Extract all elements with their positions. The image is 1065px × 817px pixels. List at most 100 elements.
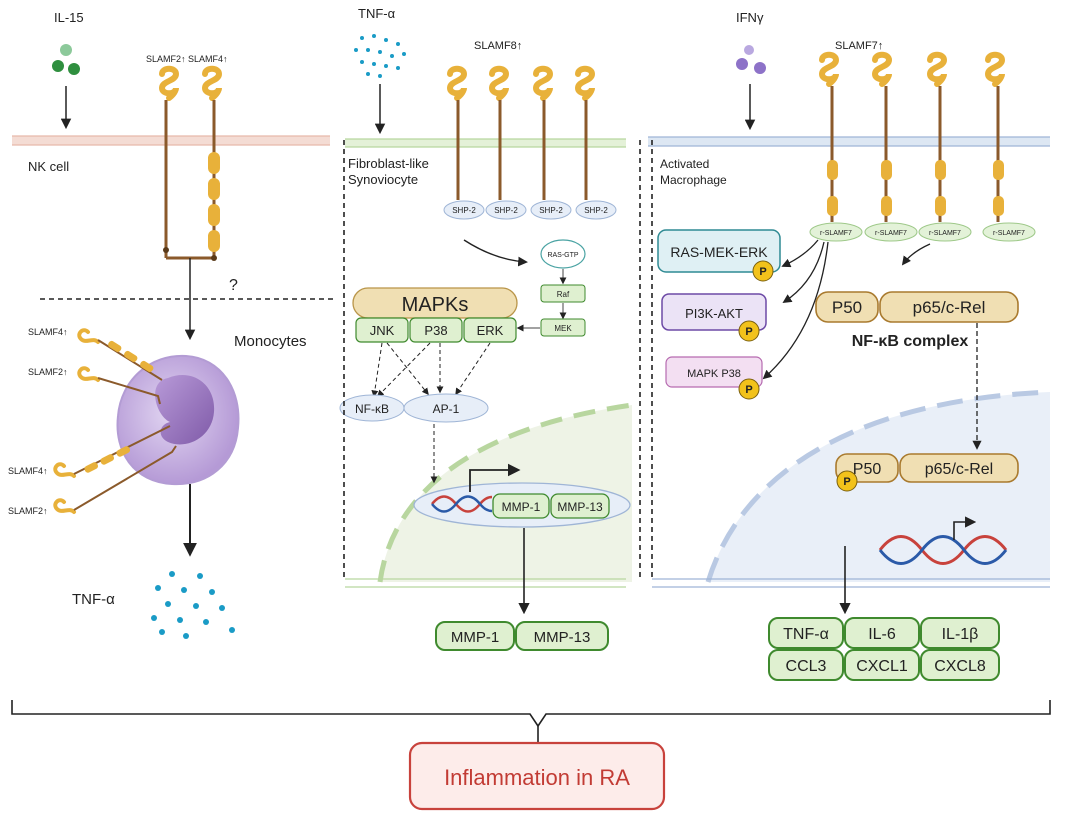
raf-node: Raf — [540, 284, 586, 303]
mono-label-slamf4-top: SLAMF4↑ — [28, 327, 68, 337]
mono-slamf4-bottom-receptor-icon — [53, 425, 171, 478]
ras-gtp-node: RAS-GTP — [540, 239, 586, 269]
mac-cell-label-line2: Macrophage — [660, 173, 727, 187]
cytokine-cxcl8: CXCL8 — [934, 658, 986, 675]
mono-label-slamf4-bottom: SLAMF4↑ — [8, 466, 48, 476]
fls-membrane — [345, 138, 626, 148]
ras-mek-erk-label: RAS-MEK-ERK — [670, 244, 768, 260]
mono-slamf2-bottom-receptor-icon — [53, 445, 177, 514]
phospho-mapk-label: P — [745, 384, 752, 396]
nk-panel: IL-15 SLAMF2↑ SLAMF4↑ NK cell — [8, 10, 335, 639]
mapk-p38-label: MAPK P38 — [687, 368, 741, 380]
p38-label: P38 — [424, 323, 447, 338]
rslamf7-label-3: r-SLAMF7 — [929, 230, 961, 237]
rslamf7-label-2: r-SLAMF7 — [875, 230, 907, 237]
nuc-p65-label: p65/c-Rel — [925, 461, 993, 478]
nfkb-node: NF-κB — [339, 394, 405, 422]
slamf2-receptor-icon — [158, 65, 180, 258]
shp2-label-2: SHP-2 — [494, 206, 518, 215]
unknown-question: ? — [229, 277, 238, 294]
shp2-label-3: SHP-2 — [539, 206, 563, 215]
erk-label: ERK — [477, 323, 504, 338]
ap1-label: AP-1 — [433, 402, 460, 416]
outcome-section: Inflammation in RA — [11, 700, 1051, 811]
p65-label: p65/c-Rel — [913, 298, 986, 317]
mek-node: MEK — [540, 318, 586, 337]
phospho-icon-mapk — [738, 378, 760, 400]
slamf4-receptor-icon — [201, 65, 223, 258]
slamf8-receptors-icon — [446, 65, 596, 200]
tnf-output-label: TNF-α — [72, 591, 115, 608]
mek-label: MEK — [554, 324, 572, 333]
nfkb-label: NF-κB — [355, 402, 389, 416]
nuclear-nfkb-node: P50 p65/c-Rel P — [835, 453, 1019, 492]
erk-node: ERK — [463, 317, 517, 343]
p50-label: P50 — [832, 298, 862, 317]
mac-panel: IFNγ SLAMF7↑ Activated Macrophage — [648, 10, 1051, 681]
phospho-icon-ras — [752, 260, 774, 282]
outcome-label: Inflammation in RA — [444, 765, 630, 790]
raf-label: Raf — [557, 290, 570, 299]
mac-cell-label-line1: Activated — [660, 157, 709, 171]
shp2-label-1: SHP-2 — [452, 206, 476, 215]
nk-membrane — [12, 135, 330, 146]
il15-dots-icon — [52, 44, 80, 75]
fls-panel: TNF-α SLAMF8↑ Fibroblast-like Synoviocyt… — [339, 6, 641, 651]
dna-mmp1-label: MMP-1 — [502, 500, 541, 514]
rslamf7-label-4: r-SLAMF7 — [993, 230, 1025, 237]
output-mmp13-label: MMP-13 — [534, 629, 591, 646]
nuc-p50-label: P50 — [853, 461, 882, 478]
jnk-node: JNK — [355, 317, 409, 343]
monocyte-cell-icon — [116, 354, 240, 486]
mono-slamf2-top-receptor-icon — [77, 366, 161, 405]
shp2-group: SHP-2 SHP-2 SHP-2 SHP-2 — [443, 200, 617, 220]
fls-tnf-label: TNF-α — [358, 6, 396, 21]
cytokine-cxcl1: CXCL1 — [856, 658, 908, 675]
slamf8-label: SLAMF8↑ — [474, 40, 522, 52]
mono-label-slamf2-bottom: SLAMF2↑ — [8, 506, 48, 516]
cytokine-il1b: IL-1β — [942, 626, 979, 643]
tnf-output-dots-icon — [151, 571, 235, 639]
slamf7-label: SLAMF7↑ — [835, 40, 883, 52]
phospho-ras-label: P — [759, 266, 766, 278]
rslamf7-label-1: r-SLAMF7 — [820, 230, 852, 237]
phospho-p50-label: P — [843, 476, 850, 488]
monocytes-label: Monocytes — [234, 333, 307, 350]
shp2-to-ras-arrow — [463, 239, 528, 267]
dna-mmp13-label: MMP-13 — [557, 500, 603, 514]
mac-bottom-membrane — [652, 578, 1050, 588]
p38-node: P38 — [409, 317, 463, 343]
phospho-icon-pi3k — [738, 320, 760, 342]
fls-cell-label-line1: Fibroblast-like — [348, 156, 429, 171]
ifn-dots-icon — [736, 45, 766, 74]
rslamf7-group: r-SLAMF7 r-SLAMF7 r-SLAMF7 r-SLAMF7 — [809, 222, 1036, 242]
mono-slamf4-top-receptor-icon — [77, 328, 163, 381]
jnk-label: JNK — [370, 323, 395, 338]
mapks-node: MAPKs — [352, 287, 518, 319]
slamf7-receptors-icon — [818, 51, 1006, 222]
rslamf-arrows — [762, 239, 931, 380]
fls-dna-group: MMP-1 MMP-13 — [413, 463, 631, 528]
mono-label-slamf2-top: SLAMF2↑ — [28, 367, 68, 377]
mapks-label: MAPKs — [402, 294, 469, 316]
nfkb-complex-node: P50 p65/c-Rel — [815, 291, 1019, 323]
mac-nucleus — [705, 389, 1051, 583]
ap1-node: AP-1 — [403, 393, 489, 423]
fls-tnf-dots-icon — [354, 34, 406, 78]
phospho-pi3k-label: P — [745, 326, 752, 338]
slamf2-slamf4-label: SLAMF2↑ SLAMF4↑ — [146, 54, 228, 64]
mac-dna-icon — [878, 516, 1008, 565]
pi3k-akt-node: PI3K-AKT P — [661, 293, 767, 342]
ras-gtp-label: RAS-GTP — [547, 252, 578, 259]
fls-cell-label-line2: Synoviocyte — [348, 172, 418, 187]
il15-label: IL-15 — [54, 10, 84, 25]
ras-mek-erk-node: RAS-MEK-ERK P — [657, 229, 781, 282]
cytokine-grid: TNF-α IL-6 IL-1β CCL3 CXCL1 CXCL8 — [768, 617, 1000, 681]
fls-output-group: MMP-1 MMP-13 — [435, 621, 609, 651]
pi3k-akt-label: PI3K-AKT — [685, 306, 743, 321]
mapk-p38-node: MAPK P38 P — [665, 356, 763, 400]
cytokine-ccl3: CCL3 — [786, 658, 827, 675]
nfkb-complex-label: NF-κB complex — [852, 333, 969, 350]
fls-bottom-membrane — [345, 578, 626, 588]
